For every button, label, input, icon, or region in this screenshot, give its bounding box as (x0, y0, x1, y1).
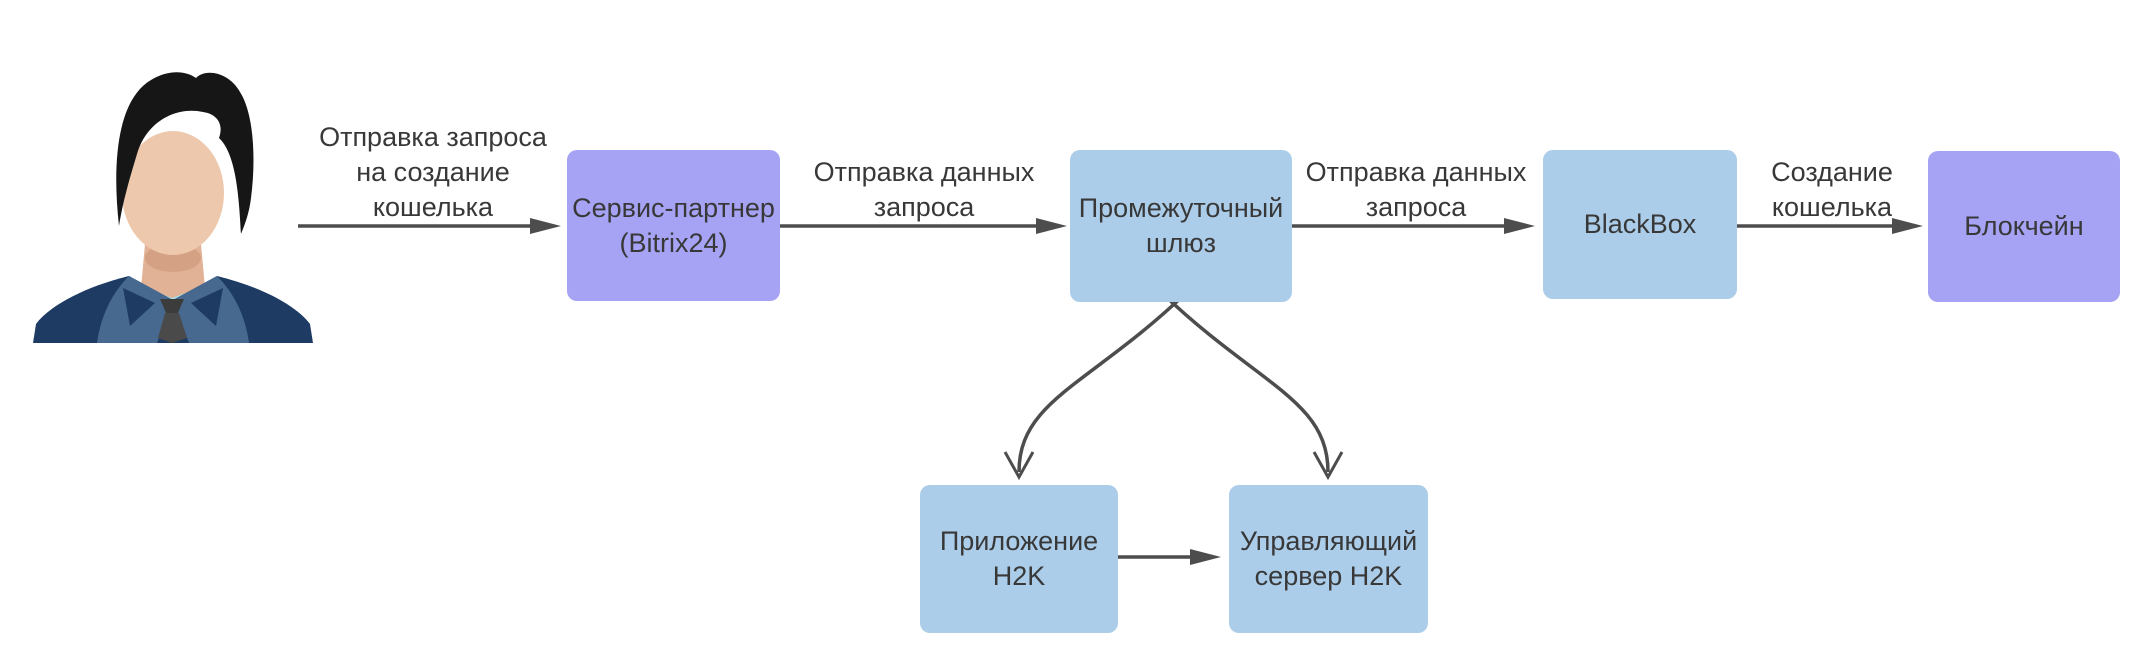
flow-node-service-partner: Сервис-партнер (Bitrix24) (567, 150, 780, 301)
node-label-line: Сервис-партнер (572, 192, 775, 223)
arrow-gateway-to-blackbox (1292, 218, 1535, 234)
avatar-face (122, 131, 224, 255)
avatar-tie-knot (160, 299, 184, 315)
edge-label-line: Создание (1771, 157, 1893, 187)
node-label-line: H2K (992, 561, 1046, 591)
arrow-h2k-app-to-h2k-server (1118, 549, 1221, 565)
node-label-line: BlackBox (1583, 209, 1697, 239)
edge-label-user-to-service-partner: Отправка запроса на создание кошелька (319, 120, 547, 225)
node-label-line: Блокчейн (1964, 211, 2084, 241)
edge-label-gateway-to-blackbox: Отправка данных запроса (1306, 155, 1527, 225)
flow-node-h2k-server: Управляющий сервер H2K (1229, 485, 1428, 633)
curved-arrow-gateway-to-h2k-app (1003, 291, 1188, 481)
edge-label-line: Отправка данных (1305, 157, 1527, 187)
edge-label-line: кошелька (1771, 192, 1893, 222)
node-label-line: сервер H2K (1254, 561, 1403, 591)
node-label-line: (Bitrix24) (619, 227, 728, 258)
user-avatar-icon (33, 72, 313, 343)
avatar-tie-blade (158, 313, 187, 343)
avatar-lapel-notch-right (191, 288, 223, 326)
avatar-hair (116, 72, 254, 234)
arrow-service-partner-to-gateway (780, 218, 1067, 234)
node-label-line: Приложение (939, 526, 1099, 556)
node-label-line: Управляющий (1239, 526, 1418, 556)
edge-label-service-partner-to-gateway: Отправка данных запроса (814, 155, 1035, 225)
curved-arrow-gateway-to-h2k-server (1160, 291, 1344, 481)
edge-label-line: Отправка запроса (319, 122, 547, 152)
arrow-blackbox-to-blockchain (1737, 218, 1923, 234)
node-label-line: шлюз (1145, 228, 1217, 258)
edge-label-line: запроса (873, 192, 975, 222)
avatar-lapel-notch-left (123, 288, 155, 326)
arrow-user-to-service-partner (298, 218, 561, 234)
edge-label-line: кошелька (372, 192, 494, 222)
flow-node-gateway: Промежуточный шлюз (1070, 150, 1292, 302)
edge-label-line: запроса (1365, 192, 1467, 222)
flow-node-blackbox: BlackBox (1543, 150, 1737, 299)
edge-label-line: на создание (356, 157, 510, 187)
edge-label-blackbox-to-blockchain: Создание кошелька (1771, 155, 1893, 225)
edge-label-line: Отправка данных (813, 157, 1035, 187)
flow-node-h2k-app: Приложение H2K (920, 485, 1118, 633)
flow-node-blockchain: Блокчейн (1928, 151, 2120, 302)
node-label-line: Промежуточный (1078, 193, 1284, 223)
